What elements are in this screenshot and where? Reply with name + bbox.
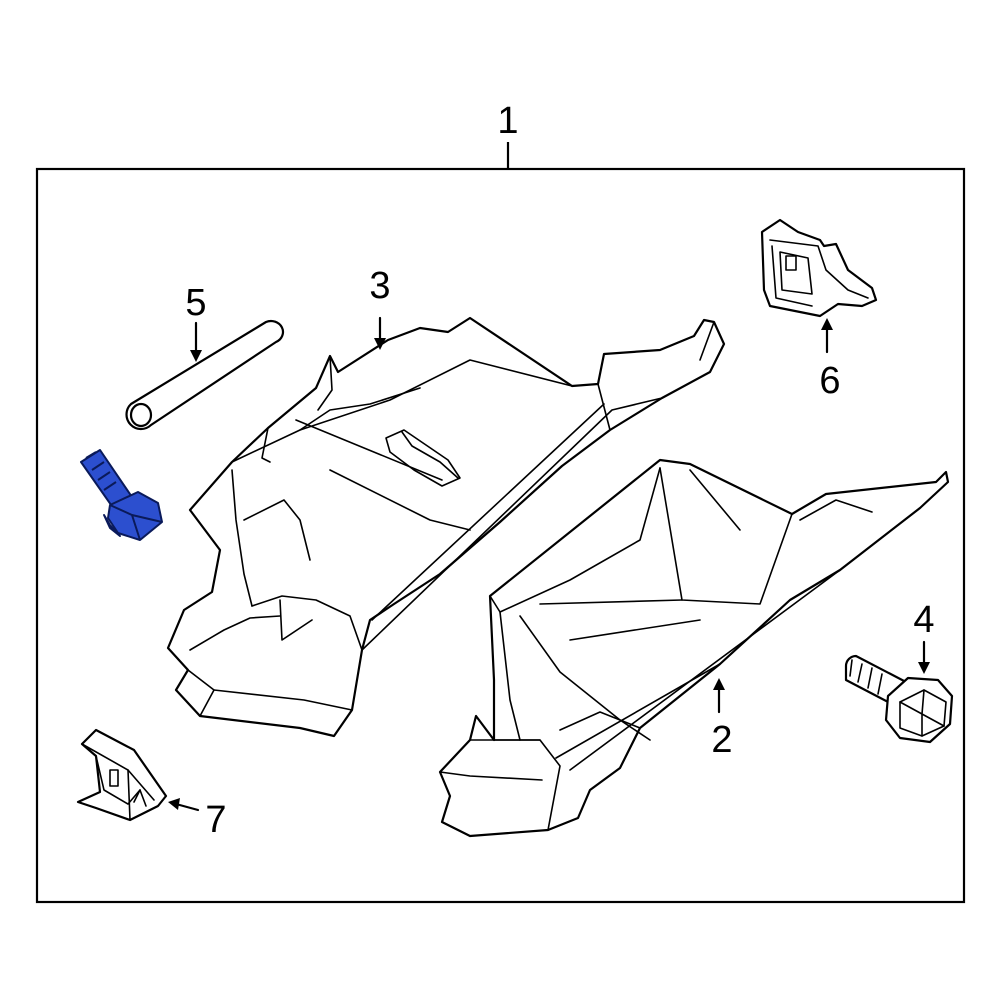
callout-arrow-7	[174, 802, 200, 812]
callout-4: 4	[913, 599, 934, 641]
arrowhead-5	[190, 350, 202, 362]
callout-3: 3	[369, 265, 390, 307]
part-7-clip[interactable]	[76, 728, 168, 822]
arrowhead-4	[918, 662, 930, 674]
callout-1: 1	[497, 100, 518, 142]
assembly-frame	[35, 167, 966, 904]
part-3-housing[interactable]	[166, 316, 726, 738]
arrowhead-2	[713, 678, 725, 690]
callout-6: 6	[819, 360, 840, 402]
highlighted-bolt[interactable]	[80, 449, 163, 541]
part-2-door[interactable]	[438, 458, 950, 838]
arrowhead-7	[168, 798, 180, 810]
callout-5: 5	[185, 282, 206, 324]
callout-7: 7	[205, 799, 226, 841]
part-6-bracket[interactable]	[760, 218, 878, 318]
part-5-pin[interactable]	[125, 319, 285, 431]
callout-2: 2	[711, 719, 732, 761]
arrowhead-3	[374, 338, 386, 350]
arrowhead-6	[821, 318, 833, 330]
part-4-bolt[interactable]	[844, 654, 954, 744]
